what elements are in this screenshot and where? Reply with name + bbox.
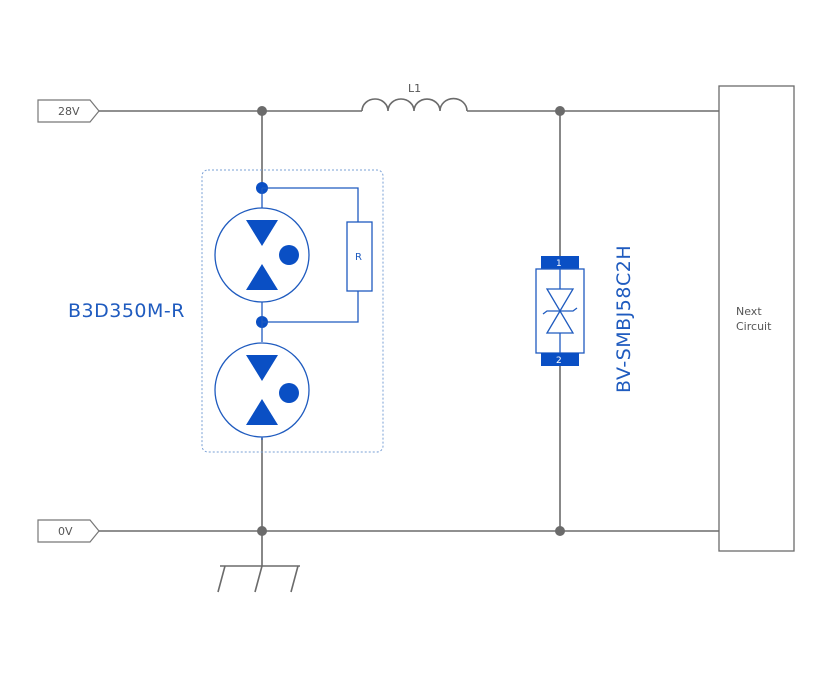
gdt-module: R B3D350M-R [68, 169, 384, 453]
tvs-part-label: BV-SMBJ58C2H [613, 245, 635, 393]
load-label-line2: Circuit [736, 320, 772, 333]
gas-discharge-tube-icon [214, 342, 310, 438]
inductor-l1: L1 [361, 82, 468, 112]
load-label-line1: Next [736, 305, 762, 318]
tvs-pin-2-band [541, 353, 579, 366]
tvs-pin-1-label: 1 [556, 259, 562, 269]
gdt-part-label: B3D350M-R [68, 300, 185, 322]
resistor-body [346, 221, 373, 292]
gdt-dashed-outline [201, 169, 384, 453]
resistor-wire-top [262, 187, 359, 222]
resistor-label: R [355, 252, 362, 263]
tvs-diode: 1 2 BV-SMBJ58C2H [535, 245, 635, 393]
terminal-shape [37, 519, 100, 543]
terminal-28v-label: 28V [58, 105, 80, 118]
bidirectional-tvs-icon [542, 269, 578, 353]
junction-dot [257, 526, 267, 536]
input-terminal-0v: 0V [37, 519, 100, 543]
tvs-pin-1-band [541, 256, 579, 269]
load-box [718, 85, 795, 552]
tvs-pin-2-label: 2 [556, 356, 562, 366]
junction-dot [555, 526, 565, 536]
next-circuit-block: Next Circuit [718, 85, 795, 552]
junction-dot [555, 106, 565, 116]
terminal-0v-label: 0V [58, 525, 73, 538]
gas-discharge-tube-icon [214, 207, 310, 303]
inductor-label: L1 [408, 82, 421, 95]
junction-dot [257, 106, 267, 116]
input-terminal-28v: 28V [37, 99, 100, 123]
earth-ground-icon [217, 565, 300, 593]
resistor-wire-bottom [262, 291, 359, 323]
inductor-coil [361, 97, 468, 112]
terminal-shape [37, 99, 100, 123]
